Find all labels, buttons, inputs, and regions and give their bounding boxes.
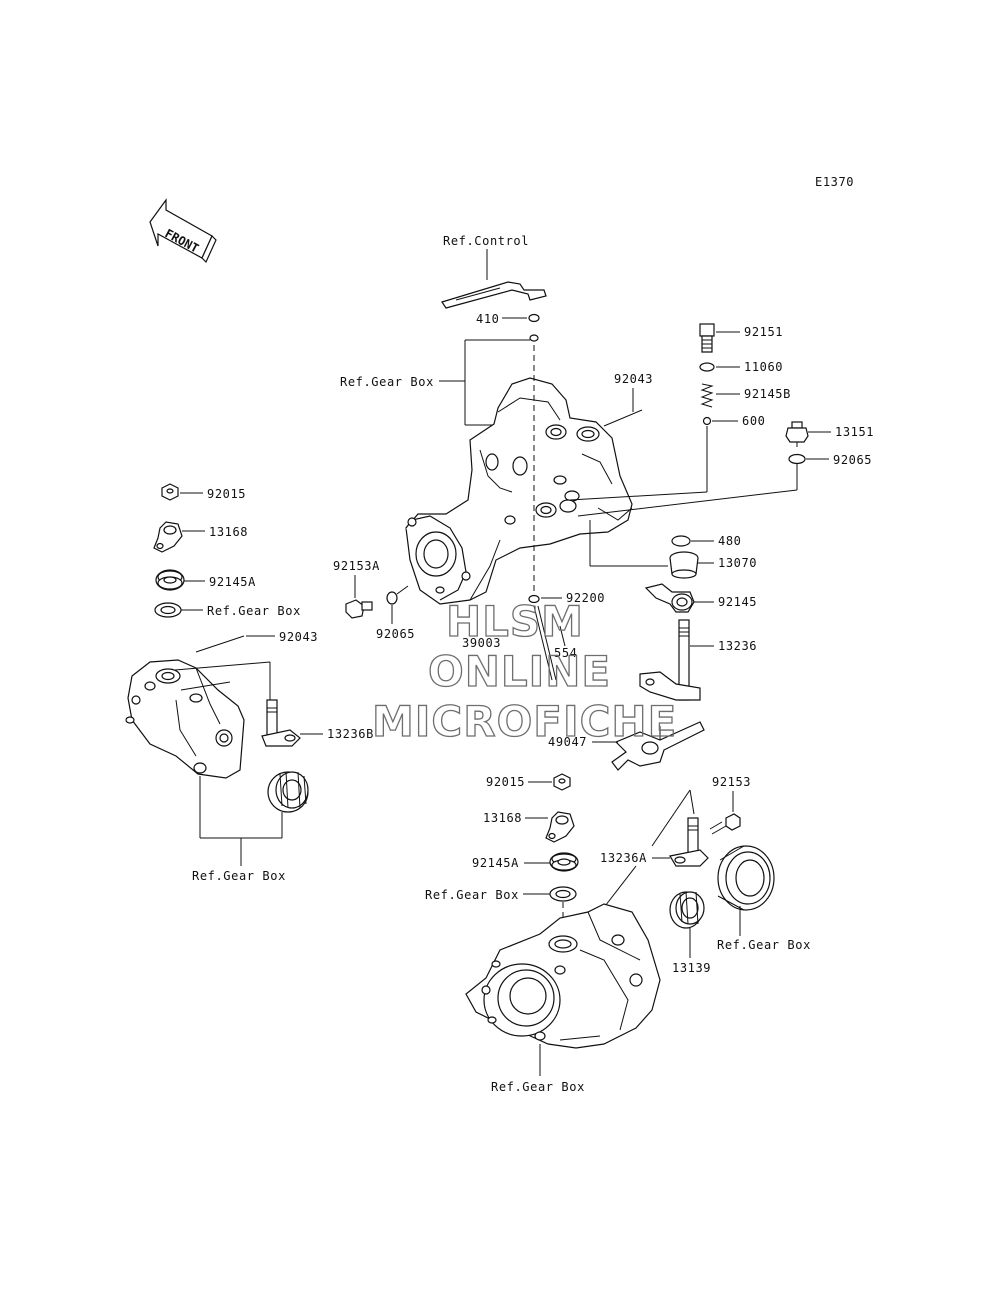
label-ref-gear-box-left-seal: Ref.Gear Box — [207, 604, 301, 618]
seal-left — [154, 602, 182, 618]
diagram-code: E1370 — [815, 175, 854, 189]
lever-13168-bottom — [545, 811, 575, 843]
label-92065-right: 92065 — [833, 453, 872, 467]
label-13236a: 13236A — [600, 851, 647, 865]
washer-11060 — [699, 362, 715, 372]
label-13168-left: 13168 — [209, 525, 248, 539]
shift-shaft-13236a — [669, 817, 709, 867]
collar-13070 — [669, 551, 699, 579]
label-92153a: 92153A — [333, 559, 380, 573]
washer-92065-right — [788, 453, 806, 465]
lever-13168-left — [153, 521, 183, 553]
nut-92015-bottom — [553, 773, 571, 791]
label-ref-gear-box-bottom-seal: Ref.Gear Box — [425, 888, 519, 902]
label-11060: 11060 — [744, 360, 783, 374]
label-600: 600 — [742, 414, 765, 428]
label-410: 410 — [476, 312, 499, 326]
label-ref-gear-box-bottom: Ref.Gear Box — [491, 1080, 585, 1094]
gear-box-housing-main — [405, 377, 633, 605]
label-92151: 92151 — [744, 325, 783, 339]
label-ref-control: Ref.Control — [443, 234, 529, 248]
label-480: 480 — [718, 534, 741, 548]
label-92015-bottom: 92015 — [486, 775, 525, 789]
label-554: 554 — [554, 646, 577, 660]
pin-92043-top — [603, 409, 643, 427]
front-arrow-icon: FRONT — [149, 198, 217, 264]
washer-92065-left — [386, 591, 398, 605]
label-ref-gear-box-right-bearing: Ref.Gear Box — [717, 938, 811, 952]
label-13139: 13139 — [672, 961, 711, 975]
spring-92145a-bottom — [549, 852, 579, 872]
label-13168-bottom: 13168 — [483, 811, 522, 825]
spring-92145a-left — [155, 569, 185, 591]
seal-top — [529, 334, 539, 342]
bolt-92151 — [699, 323, 715, 353]
bolt-92153 — [709, 813, 741, 835]
label-13070: 13070 — [718, 556, 757, 570]
label-92043-top: 92043 — [614, 372, 653, 386]
label-ref-gear-box-left-bottom: Ref.Gear Box — [192, 869, 286, 883]
washer-92200 — [528, 594, 540, 604]
shift-fork-49047 — [611, 721, 705, 771]
shift-shaft-13236b — [261, 699, 301, 747]
label-92145b: 92145B — [744, 387, 791, 401]
bearing-right — [717, 845, 775, 911]
label-13236b: 13236B — [327, 727, 374, 741]
label-92200: 92200 — [566, 591, 605, 605]
watermark: HLSM ONLINE MICROFICHE — [371, 596, 677, 746]
gear-box-housing-bottom — [465, 903, 661, 1049]
label-13236: 13236 — [718, 639, 757, 653]
label-92145a-left: 92145A — [209, 575, 256, 589]
label-92145a-bottom: 92145A — [472, 856, 519, 870]
label-92015-left: 92015 — [207, 487, 246, 501]
pin-92043-left — [195, 635, 245, 653]
label-ref-gear-box-top: Ref.Gear Box — [340, 375, 434, 389]
label-92145: 92145 — [718, 595, 757, 609]
spring-92145 — [644, 583, 695, 613]
gear-left — [267, 771, 309, 813]
control-lever — [441, 281, 547, 309]
shift-shaft-13236 — [639, 619, 701, 701]
sleeve-13139 — [669, 891, 705, 929]
watermark-line-1: HLSM — [446, 597, 584, 646]
gear-box-housing-left — [125, 659, 245, 779]
watermark-line-2: ONLINE — [428, 647, 611, 696]
label-92065-left: 92065 — [376, 627, 415, 641]
bolt-92153a — [345, 599, 373, 619]
ball-600 — [702, 416, 712, 426]
oring-480 — [671, 535, 691, 547]
washer-410 — [528, 313, 540, 323]
watermark-line-3: MICROFICHE — [372, 697, 677, 746]
seal-bottom — [549, 886, 577, 902]
label-92153: 92153 — [712, 775, 751, 789]
nut-92015-left — [161, 483, 179, 501]
spring-92145b — [700, 383, 714, 408]
label-13151: 13151 — [835, 425, 874, 439]
switch-13151 — [785, 421, 809, 447]
label-92043-left: 92043 — [279, 630, 318, 644]
pin-39003 — [533, 605, 553, 681]
label-39003: 39003 — [462, 636, 501, 650]
label-49047: 49047 — [548, 735, 587, 749]
